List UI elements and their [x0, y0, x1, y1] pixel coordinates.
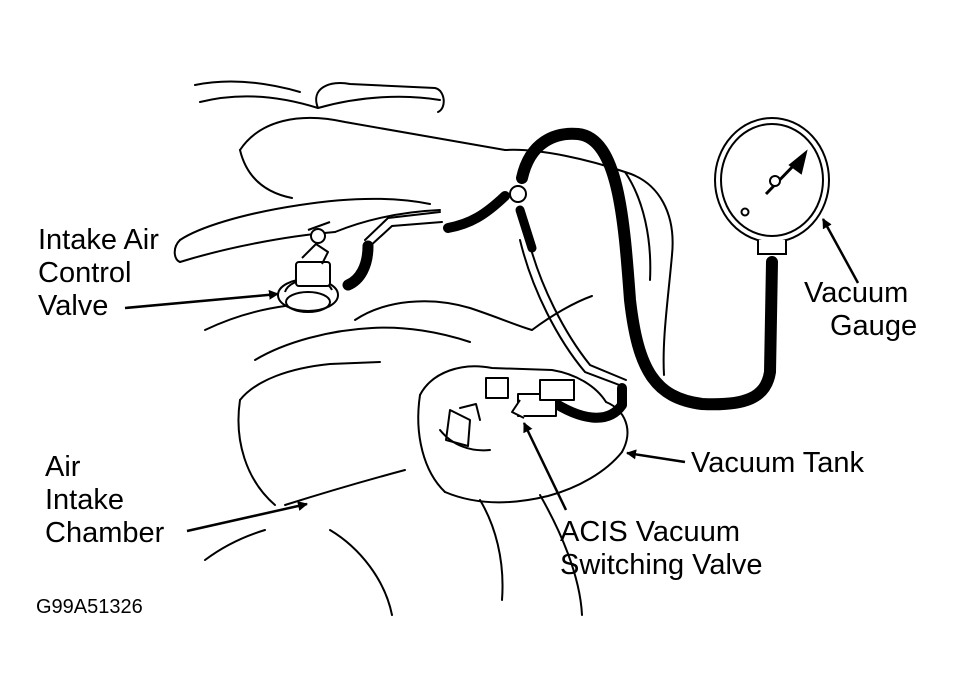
engine-outline	[173, 80, 674, 616]
intake-air-control-valve	[277, 221, 339, 313]
label-line: Intake Air	[38, 224, 159, 256]
label-line: ACIS Vacuum	[560, 516, 740, 548]
acis-vacuum-switching-valve	[485, 377, 575, 419]
label-line: Gauge	[830, 310, 918, 342]
label-intake-air-control-valve: Intake Air Control Valve	[38, 224, 159, 323]
vacuum-hoses	[342, 127, 778, 423]
label-line: Control	[38, 257, 132, 289]
label-line: Valve	[38, 290, 109, 322]
label-acis-vacuum-switching-valve: ACIS Vacuum Switching Valve	[560, 516, 763, 582]
label-line: Vacuum	[804, 277, 909, 309]
label-line: Intake	[45, 484, 124, 516]
vacuum-gauge-icon	[714, 117, 830, 255]
figure-code: G99A51326	[36, 596, 143, 618]
vacuum-lines	[364, 185, 627, 387]
label-line: Switching Valve	[560, 549, 763, 581]
label-line: Air	[45, 451, 81, 483]
leader-lines	[124, 218, 860, 533]
label-air-intake-chamber: Air Intake Chamber	[45, 451, 164, 550]
label-line: Chamber	[45, 517, 165, 549]
label-vacuum-tank: Vacuum Tank	[691, 447, 865, 479]
label-vacuum-gauge: Vacuum Gauge	[804, 277, 917, 343]
